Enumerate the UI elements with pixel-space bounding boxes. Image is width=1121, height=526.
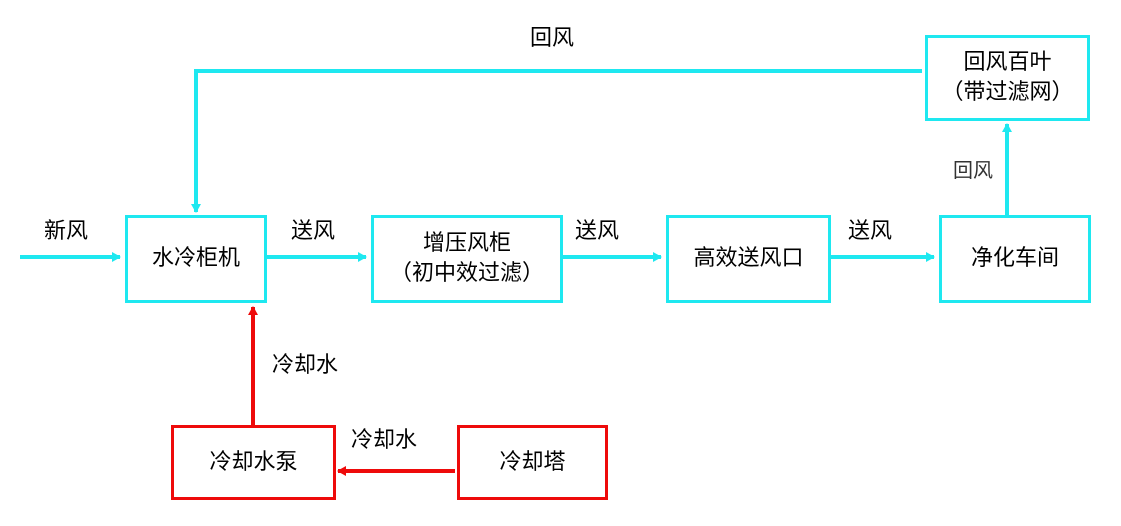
return-louver-box: 回风百叶 （带过滤网） (925, 35, 1090, 121)
return-air-loop-line (191, 69, 922, 213)
cooling-tower-label: 冷却塔 (499, 449, 566, 475)
cooling-tower-box: 冷却塔 (457, 425, 608, 500)
booster-cabinet-label: 增压风柜 (422, 231, 511, 256)
clean-room-label: 净化车间 (970, 246, 1059, 271)
water-cooled-unit-label: 水冷柜机 (151, 246, 240, 271)
cooling-pump-box: 冷却水泵 (171, 425, 336, 500)
booster-cabinet-sublabel: （初中效过滤） (389, 261, 544, 286)
return-louver-label: 回风百叶 (963, 50, 1052, 75)
booster-cabinet-box: 增压风柜 （初中效过滤） (371, 215, 563, 303)
supply-air-label-2: 送风 (575, 219, 620, 244)
hepa-supply-outlet-box: 高效送风口 (666, 215, 831, 303)
return-air-side-label: 回风 (953, 158, 993, 182)
supply-air-label-1: 送风 (291, 219, 336, 244)
return-air-top-label: 回风 (530, 26, 575, 51)
clean-room-box: 净化车间 (939, 215, 1091, 303)
return-louver-sublabel: （带过滤网） (941, 80, 1074, 105)
cooling-water-horizontal-label: 冷却水 (351, 428, 418, 453)
fresh-air-label: 新风 (44, 219, 89, 244)
cooling-water-vertical-label: 冷却水 (272, 353, 339, 378)
supply-air-label-3: 送风 (848, 219, 893, 244)
hepa-supply-outlet-label: 高效送风口 (693, 246, 804, 271)
cooling-pump-label: 冷却水泵 (209, 449, 298, 475)
water-cooled-unit-box: 水冷柜机 (125, 215, 267, 303)
